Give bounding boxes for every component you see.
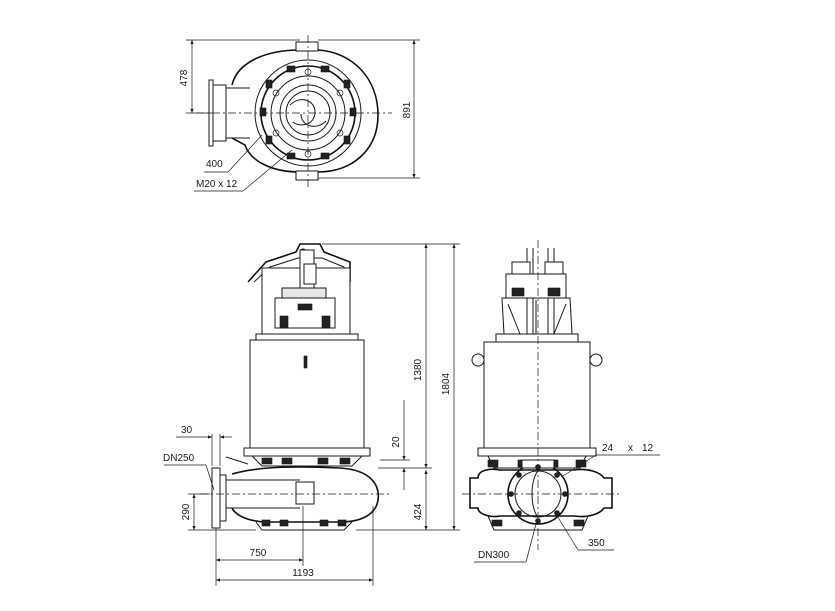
top-discharge-pipe <box>226 87 250 139</box>
label-12: 12 <box>642 443 654 454</box>
side-motor-bottom-flange <box>243 447 371 457</box>
front-rail-cap-right <box>544 261 564 275</box>
dim-1804-label: 1804 <box>441 372 452 395</box>
side-cable-inlet <box>303 263 317 285</box>
dim-750-label: 750 <box>250 548 267 559</box>
top-lifting-lug-lower <box>295 170 319 181</box>
side-discharge-duct <box>226 479 300 509</box>
leader-24x12 <box>562 454 597 477</box>
label-x: x <box>628 443 633 454</box>
top-view: 478 891 400 M20 x 12 <box>179 35 420 192</box>
dim-1193-label: 1193 <box>292 568 314 579</box>
side-housing-bolts <box>261 457 351 465</box>
dim-424-label: 424 <box>413 503 424 520</box>
leader-350 <box>555 513 579 551</box>
front-motor-bottom-flange <box>477 447 597 457</box>
label-m20: M20 x 12 <box>196 179 238 190</box>
front-lug-left <box>471 353 485 367</box>
top-lifting-lug-upper <box>295 41 319 52</box>
front-rail-cap-left <box>511 261 531 275</box>
leader-m20 <box>242 149 293 192</box>
dim-1380-label: 1380 <box>413 358 424 381</box>
side-bearing-housing <box>251 455 363 467</box>
side-discharge-flange <box>211 467 221 529</box>
leader-dn250 <box>205 464 215 491</box>
top-volute-outline <box>231 49 379 173</box>
dim-30-label: 30 <box>181 425 193 436</box>
dim-891-label: 891 <box>402 101 413 118</box>
dim-20-label: 20 <box>391 436 402 448</box>
label-dn300: DN300 <box>478 550 510 561</box>
side-junction-box <box>281 287 327 299</box>
label-400: 400 <box>206 159 223 170</box>
front-base-bolts <box>491 519 585 527</box>
side-lifting-bail <box>247 243 351 283</box>
front-view: 24 x 12 DN300 350 <box>462 240 660 563</box>
leader-400 <box>227 134 263 173</box>
front-frame-braces <box>507 300 567 335</box>
label-dn250: DN250 <box>163 453 195 464</box>
side-base <box>255 521 353 531</box>
leader-dn300 <box>525 523 537 563</box>
top-bolts <box>259 65 357 160</box>
front-motor-body <box>483 341 591 449</box>
front-top-clamps <box>511 287 561 297</box>
side-view: 30 DN250 290 750 1193 1380 1804 424 20 <box>163 243 460 586</box>
side-base-bolts <box>261 519 347 527</box>
front-lug-right <box>589 353 603 367</box>
front-flange-bolts <box>508 464 568 524</box>
dim-478-label: 478 <box>179 69 190 86</box>
top-impeller-vane-2 <box>300 113 327 127</box>
label-24: 24 <box>602 443 614 454</box>
label-350: 350 <box>588 538 605 549</box>
top-impeller-vane <box>289 99 316 126</box>
side-flange-neck <box>219 474 227 522</box>
dim-290-label: 290 <box>181 503 192 520</box>
side-guide-rail-bracket <box>225 456 249 465</box>
front-volute-casing <box>469 468 613 518</box>
side-motor-nameplate <box>303 355 308 369</box>
side-cable-clamps <box>279 303 331 329</box>
side-volute-casing <box>231 466 380 523</box>
front-motor-top-cap <box>495 333 579 343</box>
side-motor-top-cap <box>255 333 359 341</box>
side-volute-window <box>295 481 315 505</box>
